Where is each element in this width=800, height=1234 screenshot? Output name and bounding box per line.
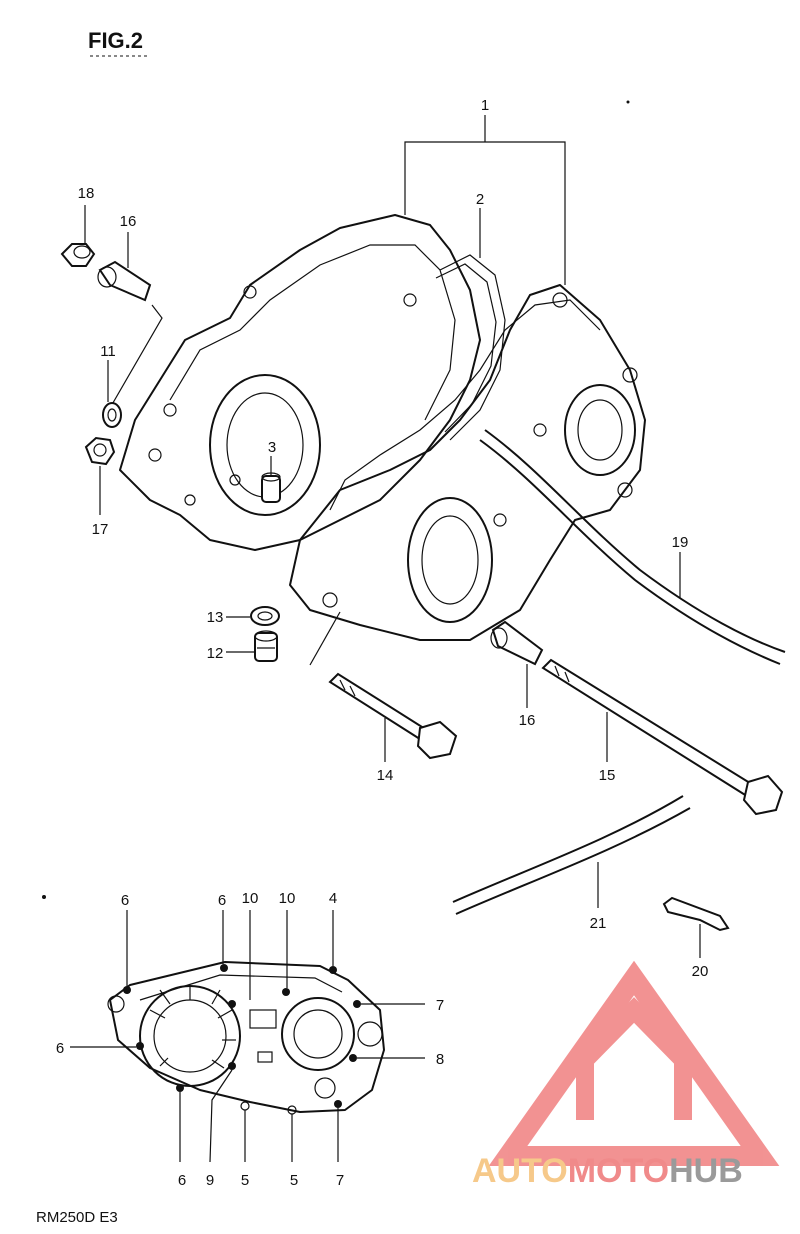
part-17-nut [84,436,116,466]
model-code: RM250D E3 [36,1209,118,1226]
label-10-right: 10 [279,890,296,907]
label-16-lower: 16 [519,712,536,729]
watermark-logo: AUTOMOTOHUB [472,960,780,1190]
label-7-bottom: 7 [336,1172,344,1189]
watermark-text: AUTOMOTOHUB [472,1152,743,1190]
label-13: 13 [207,609,224,626]
label-6-bottom: 6 [178,1172,186,1189]
label-11: 11 [100,343,116,360]
label-10-left: 10 [242,890,259,907]
label-19: 19 [672,534,689,551]
label-2: 2 [476,191,484,208]
label-16-upper: 16 [120,213,137,230]
part-16-sleeve-upper [97,260,152,302]
label-6-top: 6 [218,892,226,909]
part-12-drain-plug [254,630,278,662]
part-14-bolt [328,672,458,760]
label-5-left: 5 [241,1172,249,1189]
crankcase-assembly [119,214,646,641]
label-3: 3 [268,439,276,456]
part-20-clamp [662,896,730,932]
label-1: 1 [481,97,489,114]
part-13-washer [250,606,280,626]
label-5-right: 5 [290,1172,298,1189]
label-7-right: 7 [436,997,444,1014]
label-14: 14 [377,767,394,784]
label-8: 8 [436,1051,444,1068]
figure-title: FIG.2 [88,28,143,53]
label-21: 21 [590,915,607,932]
part-19-hose [479,429,786,665]
part-15-bolt [541,658,784,816]
part-11-washer [102,402,122,428]
label-9: 9 [206,1172,214,1189]
part-21-hose [452,795,691,915]
label-4: 4 [329,890,337,907]
watermark-triangle-icon [488,960,780,1166]
label-17: 17 [92,521,109,538]
part-16-sleeve-lower [490,620,544,666]
label-6-left: 6 [56,1040,64,1057]
label-18: 18 [78,185,95,202]
label-15: 15 [599,767,616,784]
label-6-top-left: 6 [121,892,129,909]
label-12: 12 [207,645,224,662]
part-18-nut [60,243,96,267]
crankcase-outer-view [107,961,385,1115]
part-labels: 1 2 3 18 16 11 17 13 12 19 16 14 15 21 2… [56,97,709,1189]
label-20: 20 [692,963,709,980]
